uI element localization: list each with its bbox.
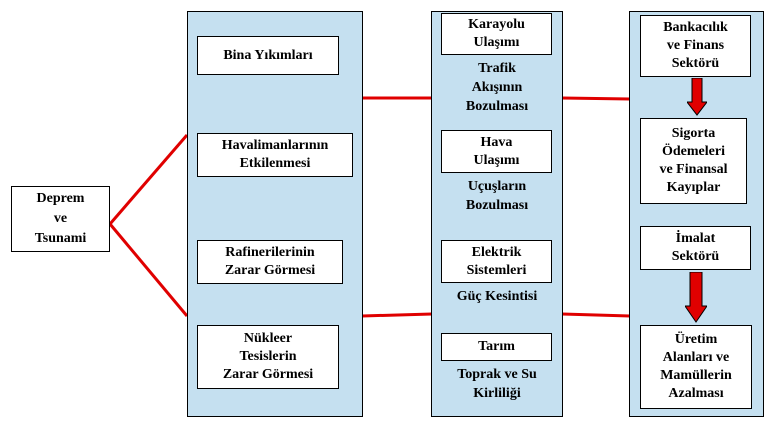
label-trafik-line-3: Bozulması (465, 98, 529, 114)
node-nukleer-tesisler: Nükleer Tesislerin Zarar Görmesi (197, 325, 339, 389)
connector-col2-to-col3-bottom (561, 312, 631, 318)
node-tarim: Tarım (441, 333, 552, 361)
node-sigorta-line-4: Kayıplar (666, 180, 721, 195)
node-elektrik-line-1: Elektrik (471, 244, 522, 260)
node-bankacilik-line-1: Bankacılık (663, 20, 728, 35)
label-trafik-akisi: Trafik Akışının Bozulması (431, 57, 563, 117)
node-nukleer-line-1: Nükleer (243, 331, 293, 346)
node-rafineriler-line-1: Rafinerilerinin (225, 245, 315, 260)
node-karayolu-ulasimi: Karayolu Ulaşımı (441, 13, 552, 55)
node-hava-line-2: Ulaşımı (473, 152, 520, 168)
label-guc-line-1: Güç Kesintisi (456, 288, 538, 304)
down-arrow-icon (687, 78, 707, 116)
label-toprak-line-1: Toprak ve Su (457, 367, 537, 382)
node-havalimanlari-line-1: Havalimanlarının (221, 138, 329, 153)
node-sigorta-odemeleri: Sigorta Ödemeleri ve Finansal Kayıplar (640, 118, 747, 204)
node-uretim-alanlari: Üretim Alanları ve Mamüllerin Azalması (640, 325, 752, 409)
connector-source-to-col1-top (108, 134, 189, 225)
node-rafineriler: Rafinerilerinin Zarar Görmesi (197, 240, 343, 284)
node-bankacilik-line-2: ve Finans (666, 38, 725, 53)
label-guc-kesintisi: Güç Kesintisi (431, 285, 563, 307)
node-imalat-line-1: İmalat (675, 231, 716, 246)
node-elektrik-line-2: Sistemleri (466, 262, 527, 278)
node-uretim-line-3: Mamüllerin (660, 368, 732, 383)
node-bankacilik-line-3: Sektörü (671, 56, 720, 71)
node-bankacilik: Bankacılık ve Finans Sektörü (640, 15, 751, 77)
node-havalimanlari-line-2: Etkilenmesi (239, 156, 311, 171)
label-toprak-line-2: Kirliliği (473, 386, 521, 401)
label-trafik-line-1: Trafik (478, 60, 516, 76)
node-tarim-line-1: Tarım (478, 339, 515, 354)
node-uretim-line-1: Üretim (674, 332, 718, 347)
node-hava-ulasimi: Hava Ulaşımı (441, 130, 552, 173)
label-ucuslar: Uçuşların Bozulması (431, 175, 563, 217)
node-bina-yikimlari-line-1: Bina Yıkımları (223, 47, 313, 63)
node-nukleer-line-2: Tesislerin (239, 349, 297, 364)
source-node-line-2: ve (53, 211, 68, 226)
node-imalat-line-2: Sektörü (671, 249, 720, 264)
label-trafik-line-2: Akışının (471, 79, 523, 95)
connector-col1-to-col2-bottom (361, 312, 433, 318)
node-karayolu-line-2: Ulaşımı (473, 35, 520, 50)
node-uretim-line-2: Alanları ve (662, 350, 730, 365)
label-ucuslar-line-1: Uçuşların (467, 179, 527, 194)
node-karayolu-line-1: Karayolu (468, 17, 525, 32)
connector-col2-to-col3-top (561, 96, 631, 101)
connector-source-to-col1-bottom (108, 223, 189, 317)
node-havalimanlari: Havalimanlarının Etkilenmesi (197, 133, 353, 177)
label-toprak-su: Toprak ve Su Kirliliği (431, 363, 563, 405)
node-hava-line-1: Hava (480, 134, 513, 150)
node-uretim-line-4: Azalması (668, 386, 724, 401)
node-rafineriler-line-2: Zarar Görmesi (224, 263, 316, 278)
node-sigorta-line-1: Sigorta (671, 126, 716, 141)
node-bina-yikimlari: Bina Yıkımları (197, 36, 339, 75)
node-nukleer-line-3: Zarar Görmesi (222, 367, 314, 382)
node-elektrik-sistemleri: Elektrik Sistemleri (441, 240, 552, 283)
node-sigorta-line-2: Ödemeleri (662, 144, 725, 159)
source-node-line-1: Deprem (36, 191, 85, 206)
node-imalat-sektoru: İmalat Sektörü (640, 226, 751, 270)
down-arrow-icon (685, 272, 707, 323)
source-node: Deprem ve Tsunami (11, 186, 110, 252)
label-ucuslar-line-2: Bozulması (465, 198, 529, 213)
node-sigorta-line-3: ve Finansal (659, 162, 728, 177)
source-node-line-3: Tsunami (34, 231, 87, 246)
